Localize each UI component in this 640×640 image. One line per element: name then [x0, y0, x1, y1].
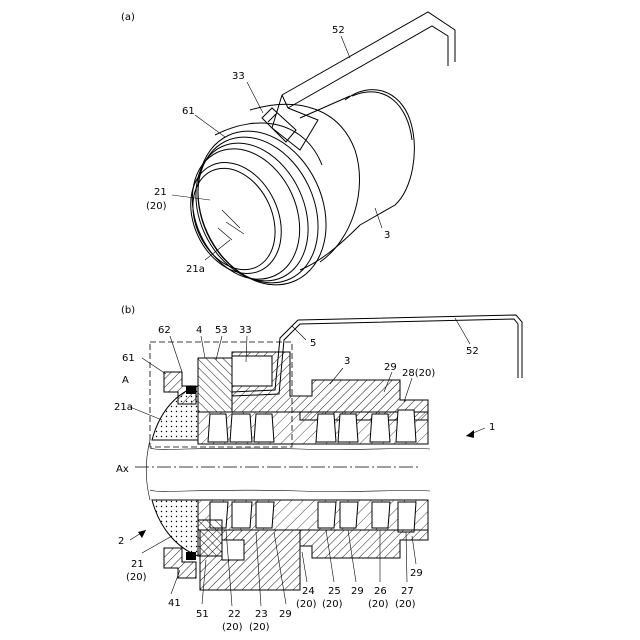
- label-52: 52: [466, 346, 479, 357]
- label-26: 26: [374, 586, 387, 597]
- panel-b-label: (b): [121, 305, 135, 316]
- label-33: 33: [232, 71, 245, 82]
- label-27-sub: (20): [395, 599, 416, 610]
- panel-a-labels: 52 33 61 21 (20) 3 21a: [146, 25, 390, 275]
- panel-a-label: (a): [121, 12, 135, 23]
- label-21a: 21a: [114, 402, 133, 413]
- label-33: 33: [239, 325, 252, 336]
- label-5: 5: [310, 338, 316, 349]
- label-21-sub: (20): [146, 201, 167, 212]
- label-29-b2: 29: [351, 586, 364, 597]
- label-27: 27: [401, 586, 414, 597]
- label-53: 53: [215, 325, 228, 336]
- label-21: 21: [154, 187, 167, 198]
- label-29-b1: 29: [279, 609, 292, 620]
- label-2: 2: [118, 536, 124, 547]
- label-29-b3: 29: [410, 568, 423, 579]
- label-25: 25: [328, 586, 341, 597]
- label-62: 62: [158, 325, 171, 336]
- label-61: 61: [182, 106, 195, 117]
- label-23: 23: [255, 609, 268, 620]
- label-29-top: 29: [384, 362, 397, 373]
- label-24: 24: [302, 586, 315, 597]
- label-61: 61: [122, 353, 135, 364]
- label-3: 3: [384, 230, 390, 241]
- label-Ax: Ax: [116, 464, 129, 475]
- label-25-sub: (20): [322, 599, 343, 610]
- label-21-b-sub: (20): [126, 572, 147, 583]
- label-21a: 21a: [186, 264, 205, 275]
- panel-a-drawing: [172, 12, 455, 306]
- label-26-sub: (20): [368, 599, 389, 610]
- label-41: 41: [168, 598, 181, 609]
- panel-b-drawing: [135, 315, 522, 590]
- label-1: 1: [489, 422, 495, 433]
- label-21-b: 21: [131, 559, 144, 570]
- label-22-sub: (20): [222, 622, 243, 633]
- panel-b-labels: 62 4 53 33 5 52 61 A 3 29 28(20) 21a 1 A…: [114, 325, 495, 633]
- label-51: 51: [196, 609, 209, 620]
- label-23-sub: (20): [249, 622, 270, 633]
- label-52: 52: [332, 25, 345, 36]
- label-3: 3: [344, 356, 350, 367]
- label-22: 22: [228, 609, 241, 620]
- label-4: 4: [196, 325, 202, 336]
- label-24-sub: (20): [296, 599, 317, 610]
- label-A: A: [122, 375, 129, 386]
- label-28: 28(20): [402, 368, 435, 379]
